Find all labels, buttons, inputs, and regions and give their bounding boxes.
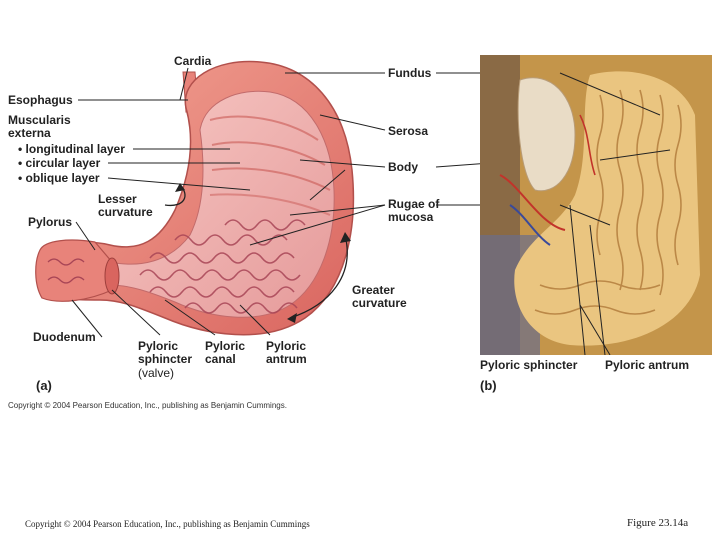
label-pyloric-sphincter-3: (valve) (138, 366, 175, 380)
stomach-photo-svg (480, 55, 712, 355)
small-copyright: Copyright © 2004 Pearson Education, Inc.… (8, 401, 287, 410)
label-greater-1: Greater (352, 283, 395, 297)
label-rugae-2: mucosa (388, 210, 434, 224)
label-fundus: Fundus (388, 66, 432, 80)
label-greater-2: curvature (352, 296, 407, 310)
label-pyloric-antrum-b: Pyloric antrum (605, 358, 690, 372)
figure-number: Figure 23.14a (627, 517, 689, 529)
label-serosa: Serosa (388, 124, 429, 138)
label-oblique-layer: • oblique layer (18, 171, 100, 185)
label-duodenum: Duodenum (33, 330, 96, 344)
leader-lines-a (71, 67, 271, 338)
label-pyloric-canal-1: Pyloric (205, 339, 246, 353)
label-body: Body (388, 160, 418, 174)
label-pyloric-sphincter-b: Pyloric sphincter (480, 358, 578, 372)
greater-curvature-arrow (289, 234, 348, 319)
label-lesser-1: Lesser (98, 192, 137, 206)
label-pylorus: Pylorus (28, 215, 73, 229)
footer-copyright: Copyright © 2004 Pearson Education, Inc.… (25, 519, 310, 529)
label-cardia: Cardia (174, 54, 212, 68)
label-longitudinal-layer: • longitudinal layer (18, 142, 125, 156)
label-circular-layer: • circular layer (18, 156, 101, 170)
panel-a-tag: (a) (36, 378, 52, 393)
label-pyloric-canal-2: canal (205, 352, 236, 366)
duodenum-shape (35, 239, 113, 302)
label-rugae-1: Rugae of (388, 197, 440, 211)
label-pyloric-sphincter-2: sphincter (138, 352, 193, 366)
label-pyloric-antrum-1: Pyloric (266, 339, 307, 353)
label-pyloric-antrum-2: antrum (266, 352, 307, 366)
label-lesser-2: curvature (98, 205, 153, 219)
label-pyloric-sphincter-1: Pyloric (138, 339, 179, 353)
panel-b-tag: (b) (480, 378, 497, 393)
stomach-photo (480, 55, 712, 355)
label-muscularis-1: Muscularis (8, 113, 71, 127)
pyloric-sphincter-shape (104, 257, 120, 295)
label-esophagus: Esophagus (8, 93, 73, 107)
label-muscularis-2: externa (8, 126, 51, 140)
rugae-folds (139, 219, 306, 314)
